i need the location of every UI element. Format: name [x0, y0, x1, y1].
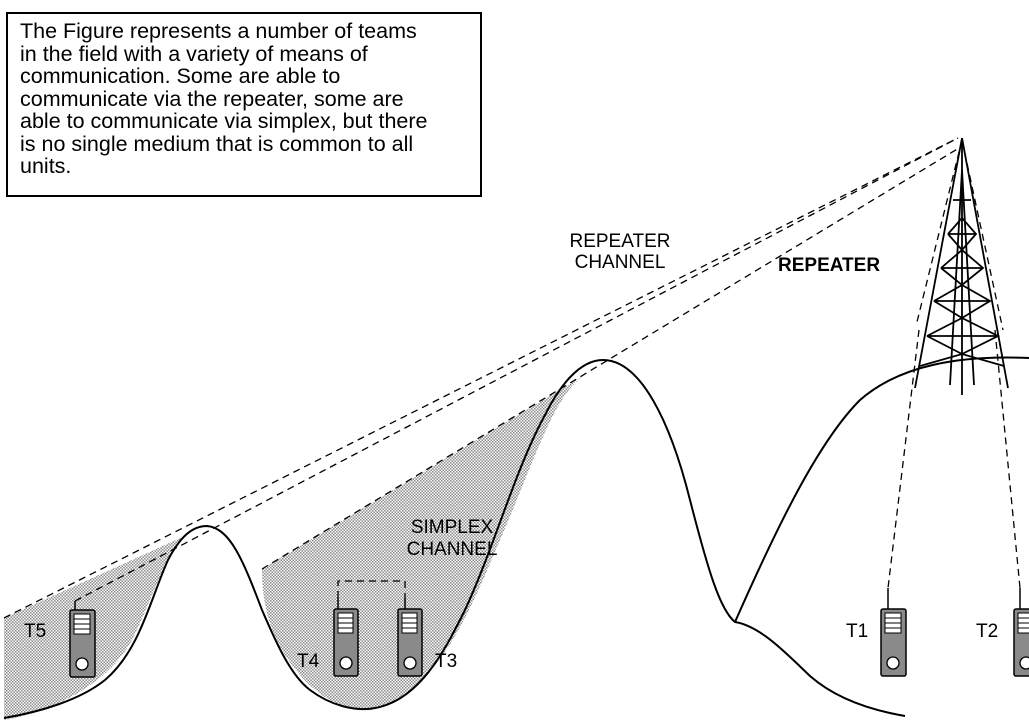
radio-label-t5: T5	[24, 621, 46, 642]
caption-line: communicate via the repeater, some are	[20, 86, 404, 111]
simplex-channel-link	[337, 580, 406, 598]
radio-t1: T1	[846, 588, 907, 677]
simplex-channel-label: SIMPLEX	[411, 517, 494, 538]
terrain-hills	[3, 358, 906, 719]
repeater-channel-label: REPEATER	[569, 231, 670, 252]
repeater-channel-lines	[3, 137, 1021, 619]
caption-line: The Figure represents a number of teams	[20, 19, 417, 43]
radio-t3: T3	[397, 598, 457, 677]
caption-box: The Figure represents a number of teams …	[6, 12, 482, 197]
radio-t2: T2	[976, 588, 1029, 677]
caption-line: units.	[20, 154, 72, 178]
caption-line: in the field with a variety of means of	[20, 41, 368, 66]
radio-label-t4: T4	[297, 651, 320, 672]
repeater-channel-label: CHANNEL	[575, 252, 666, 273]
caption-line: communication. Some are able to	[20, 64, 341, 88]
repeater-label: REPEATER	[778, 255, 880, 276]
radio-label-t2: T2	[976, 621, 998, 642]
right-hill	[734, 356, 1029, 623]
caption-line: is no single medium that is common to al…	[20, 131, 414, 156]
radio-label-t3: T3	[435, 651, 457, 672]
caption-line: able to communicate via simplex, but the…	[20, 109, 428, 133]
radio-t5: T5	[24, 601, 96, 678]
radio-t4: T4	[297, 598, 359, 677]
simplex-channel-label: CHANNEL	[407, 539, 498, 560]
radio-label-t1: T1	[846, 621, 868, 642]
repeater-tower	[914, 137, 1009, 395]
